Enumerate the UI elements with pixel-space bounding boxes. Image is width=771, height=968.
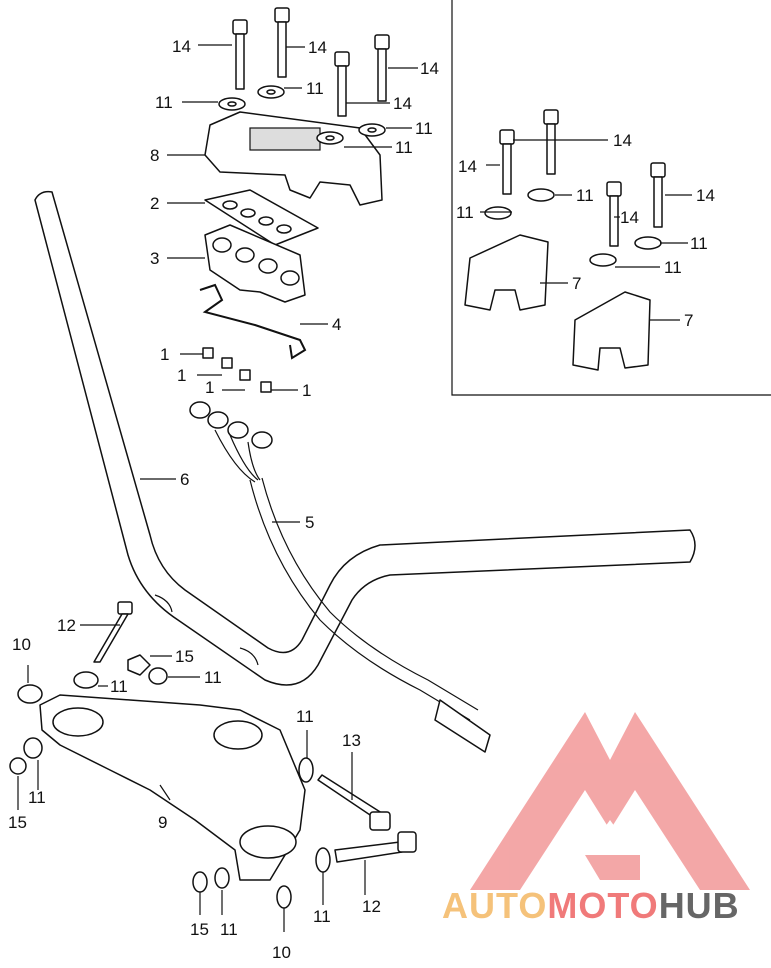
inset-frame bbox=[451, 0, 771, 396]
callout-11: 11 bbox=[110, 677, 128, 696]
callout-8: 8 bbox=[150, 146, 159, 165]
callout-4: 4 bbox=[332, 315, 341, 334]
inset-holder-upper bbox=[464, 234, 549, 311]
callout-15: 15 bbox=[8, 813, 27, 832]
connector-bundle bbox=[189, 401, 273, 483]
callout-11: 11 bbox=[690, 234, 708, 253]
watermark-logo bbox=[470, 712, 750, 890]
callout-15: 15 bbox=[190, 920, 209, 939]
callout-14: 14 bbox=[620, 208, 639, 227]
watermark-text: AUTOMOTOHUB bbox=[442, 885, 740, 926]
callout-11: 11 bbox=[415, 119, 433, 138]
callout-12: 12 bbox=[362, 897, 381, 916]
watermark-hub: HUB bbox=[659, 885, 740, 926]
upper-holder bbox=[204, 111, 383, 206]
leader-lines bbox=[17, 44, 692, 932]
callout-1: 1 bbox=[160, 345, 169, 364]
main-washers bbox=[218, 85, 386, 145]
callout-7: 7 bbox=[684, 311, 693, 330]
callout-11: 11 bbox=[456, 203, 474, 222]
callout-10: 10 bbox=[12, 635, 31, 654]
callout-14: 14 bbox=[172, 37, 191, 56]
callout-11: 11 bbox=[576, 186, 594, 205]
callout-11: 11 bbox=[204, 668, 222, 687]
callout-11: 11 bbox=[220, 920, 238, 939]
watermark-auto: AUTO bbox=[442, 885, 547, 926]
callout-15: 15 bbox=[175, 647, 194, 666]
callout-11: 11 bbox=[313, 907, 331, 926]
callout-11: 11 bbox=[306, 79, 324, 98]
callout-14: 14 bbox=[393, 94, 412, 113]
callout-2: 2 bbox=[150, 194, 159, 213]
callout-14: 14 bbox=[308, 38, 327, 57]
callout-1: 1 bbox=[205, 378, 214, 397]
callout-7: 7 bbox=[572, 274, 581, 293]
callout-14: 14 bbox=[613, 131, 632, 150]
wire-harness bbox=[249, 479, 471, 721]
callout-13: 13 bbox=[342, 731, 361, 750]
callout-5: 5 bbox=[305, 513, 314, 532]
callout-9: 9 bbox=[158, 813, 167, 832]
callout-11: 11 bbox=[664, 258, 682, 277]
inset-holder-lower bbox=[572, 291, 651, 371]
gasket-holes bbox=[222, 200, 292, 234]
bridge-bore-left bbox=[52, 707, 104, 737]
spring-wire bbox=[199, 283, 307, 360]
main-bolts bbox=[232, 7, 390, 117]
callout-1: 1 bbox=[302, 381, 311, 400]
handlebar bbox=[34, 190, 696, 686]
wire-connectors bbox=[434, 699, 491, 753]
callout-10: 10 bbox=[272, 943, 291, 962]
bridge-bore-right bbox=[239, 825, 297, 859]
callout-11: 11 bbox=[155, 93, 173, 112]
callout-14: 14 bbox=[420, 59, 439, 78]
callout-11: 11 bbox=[28, 788, 46, 807]
callout-11: 11 bbox=[296, 707, 314, 726]
upper-holder-window bbox=[249, 127, 321, 151]
callout-3: 3 bbox=[150, 249, 159, 268]
callout-6: 6 bbox=[180, 470, 189, 489]
inset-bolts bbox=[499, 109, 666, 247]
lower-holder-cells bbox=[212, 237, 300, 286]
callout-1: 1 bbox=[177, 366, 186, 385]
contact-pins bbox=[202, 347, 272, 393]
callout-labels: 14 14 14 14 11 11 11 11 8 2 3 4 1 1 1 1 … bbox=[8, 37, 715, 962]
callout-14: 14 bbox=[696, 186, 715, 205]
watermark-moto: MOTO bbox=[547, 885, 658, 926]
callout-14: 14 bbox=[458, 157, 477, 176]
callout-11: 11 bbox=[395, 138, 413, 157]
callout-12: 12 bbox=[57, 616, 76, 635]
bridge-bore-center bbox=[213, 720, 263, 750]
